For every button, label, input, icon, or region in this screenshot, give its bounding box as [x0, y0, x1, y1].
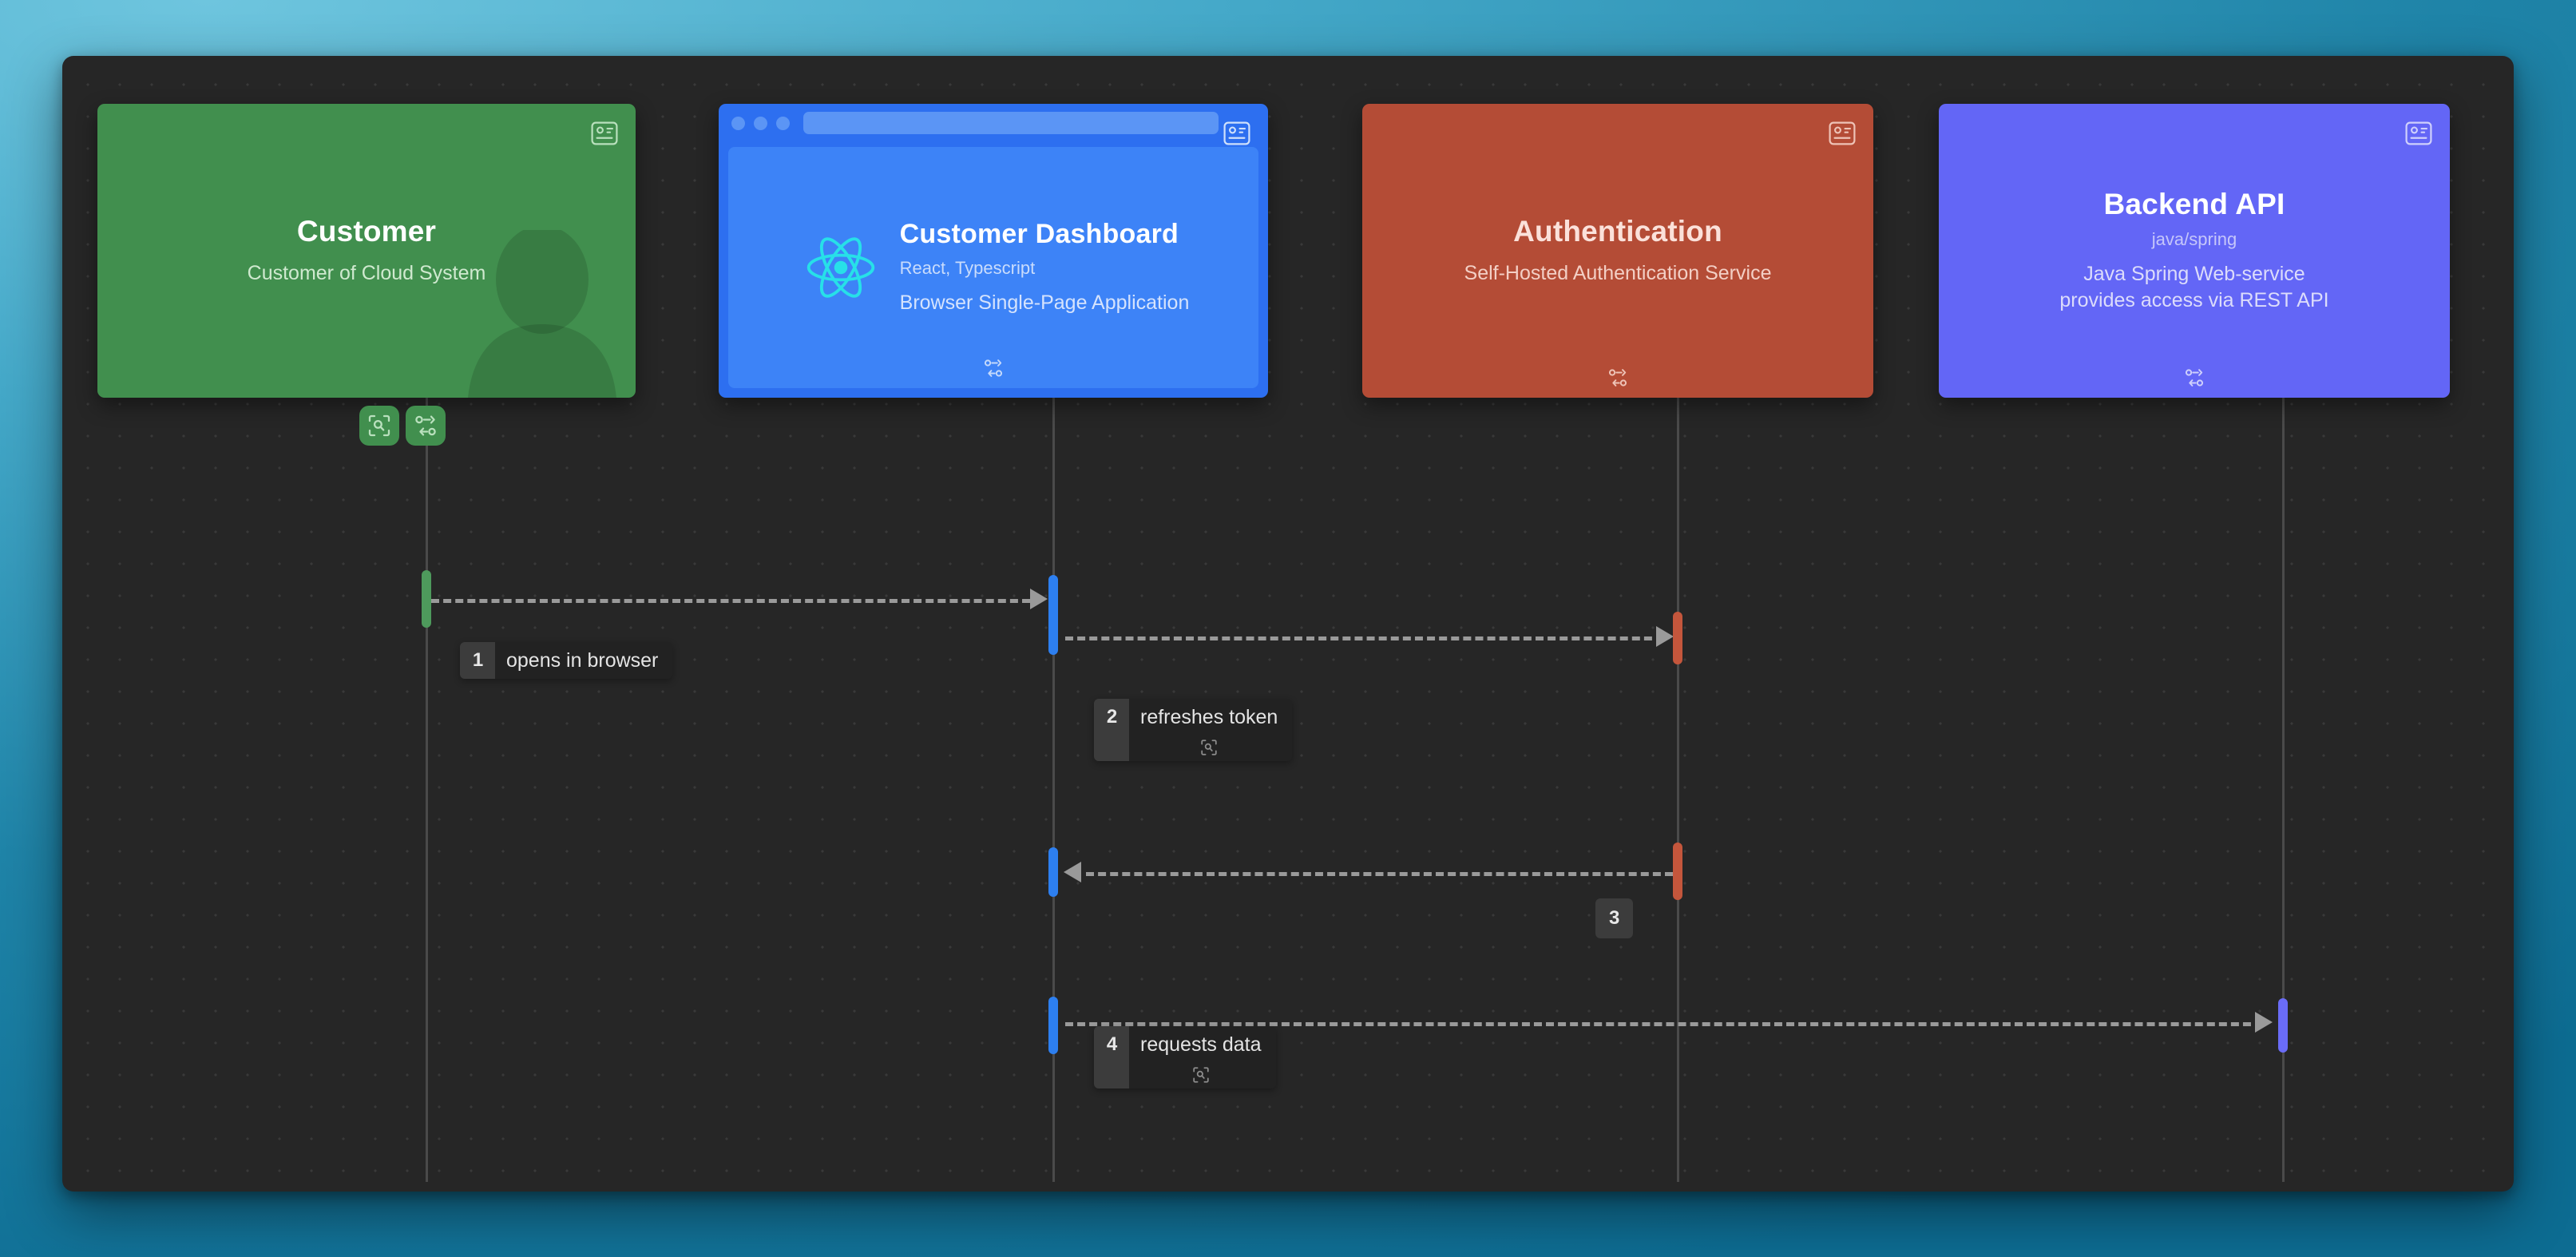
swap-arrows-icon — [415, 415, 436, 436]
message-label-1[interactable]: 1 opens in browser — [460, 642, 673, 679]
participant-technology: java/spring — [2151, 229, 2237, 250]
diagram-canvas[interactable]: Customer Customer of Cloud System — [62, 56, 2514, 1192]
message-number: 2 — [1094, 699, 1129, 761]
customer-action-buttons[interactable] — [359, 406, 446, 446]
id-card-icon — [591, 121, 618, 145]
message-text: refreshes token — [1140, 706, 1278, 728]
swap-arrows-icon[interactable] — [2184, 367, 2205, 388]
browser-dot-close — [731, 116, 745, 130]
lifeline-backend-api — [2282, 200, 2285, 1182]
id-card-icon — [2405, 121, 2432, 145]
message-arrowhead-3 — [1064, 862, 1081, 882]
message-arrowhead-4 — [2255, 1012, 2273, 1033]
message-line-1[interactable] — [431, 599, 1030, 603]
message-line-2[interactable] — [1065, 636, 1664, 640]
message-label-3[interactable]: 3 — [1595, 898, 1634, 938]
participant-title: Customer — [296, 215, 437, 248]
react-logo-icon — [806, 237, 874, 298]
participant-title: Authentication — [1513, 215, 1722, 248]
message-arrowhead-2 — [1656, 626, 1674, 647]
browser-viewport: Customer Dashboard React, Typescript Bro… — [728, 147, 1258, 388]
message-text: requests data — [1140, 1033, 1262, 1056]
message-arrowhead-1 — [1030, 589, 1048, 609]
browser-chrome — [719, 104, 1268, 142]
participant-description: Java Spring Web-service provides access … — [2059, 261, 2328, 314]
lifeline-customer — [426, 200, 428, 1182]
message-label-4[interactable]: 4 requests data — [1094, 1026, 1276, 1088]
message-line-4[interactable] — [1065, 1022, 2263, 1026]
activation-bar-authentication-2 — [1673, 612, 1682, 664]
activation-bar-customer-1 — [422, 570, 431, 628]
participant-customer-dashboard[interactable]: Customer Dashboard React, Typescript Bro… — [719, 104, 1268, 398]
participant-description-line2: provides access via REST API — [2059, 289, 2329, 312]
message-text: opens in browser — [506, 649, 659, 672]
message-number: 3 — [1595, 898, 1634, 938]
message-number: 1 — [460, 642, 495, 679]
activation-bar-backend-api-4 — [2278, 998, 2288, 1053]
browser-url-bar[interactable] — [803, 112, 1219, 134]
participant-description: Customer of Cloud System — [247, 261, 486, 284]
id-card-icon — [1223, 121, 1250, 145]
id-card-icon — [1829, 121, 1856, 145]
participant-technology: React, Typescript — [899, 257, 1036, 278]
participant-customer[interactable]: Customer Customer of Cloud System — [97, 104, 636, 398]
swap-arrows-icon[interactable] — [983, 358, 1004, 379]
scan-zoom-icon — [368, 414, 390, 437]
lifeline-customer-dashboard — [1052, 200, 1055, 1182]
zoom-to-element-button[interactable] — [359, 406, 399, 446]
participant-title: Backend API — [2103, 187, 2285, 220]
scan-zoom-icon[interactable] — [1192, 1066, 1210, 1084]
browser-dot-minimize — [754, 116, 767, 130]
activation-bar-authentication-3 — [1673, 843, 1682, 900]
message-number: 4 — [1094, 1026, 1129, 1088]
participant-authentication[interactable]: Authentication Self-Hosted Authenticatio… — [1362, 104, 1873, 398]
activation-bar-dashboard-1 — [1048, 575, 1058, 655]
participant-title: Customer Dashboard — [899, 218, 1179, 249]
activation-bar-dashboard-4 — [1048, 997, 1058, 1054]
browser-dot-maximize — [776, 116, 790, 130]
message-line-3[interactable] — [1086, 872, 1673, 876]
lifeline-authentication — [1677, 200, 1679, 1182]
swap-element-button[interactable] — [406, 406, 446, 446]
participant-description: Browser Single-Page Application — [899, 291, 1190, 315]
message-label-2[interactable]: 2 refreshes token — [1094, 699, 1293, 761]
person-silhouette-icon — [468, 230, 616, 398]
participant-description: Self-Hosted Authentication Service — [1464, 261, 1772, 284]
participant-backend-api[interactable]: Backend API java/spring Java Spring Web-… — [1939, 104, 2450, 398]
activation-bar-dashboard-3 — [1048, 847, 1058, 897]
participant-description-line1: Java Spring Web-service — [2083, 263, 2305, 286]
swap-arrows-icon[interactable] — [1607, 367, 1628, 388]
scan-zoom-icon[interactable] — [1200, 739, 1218, 756]
